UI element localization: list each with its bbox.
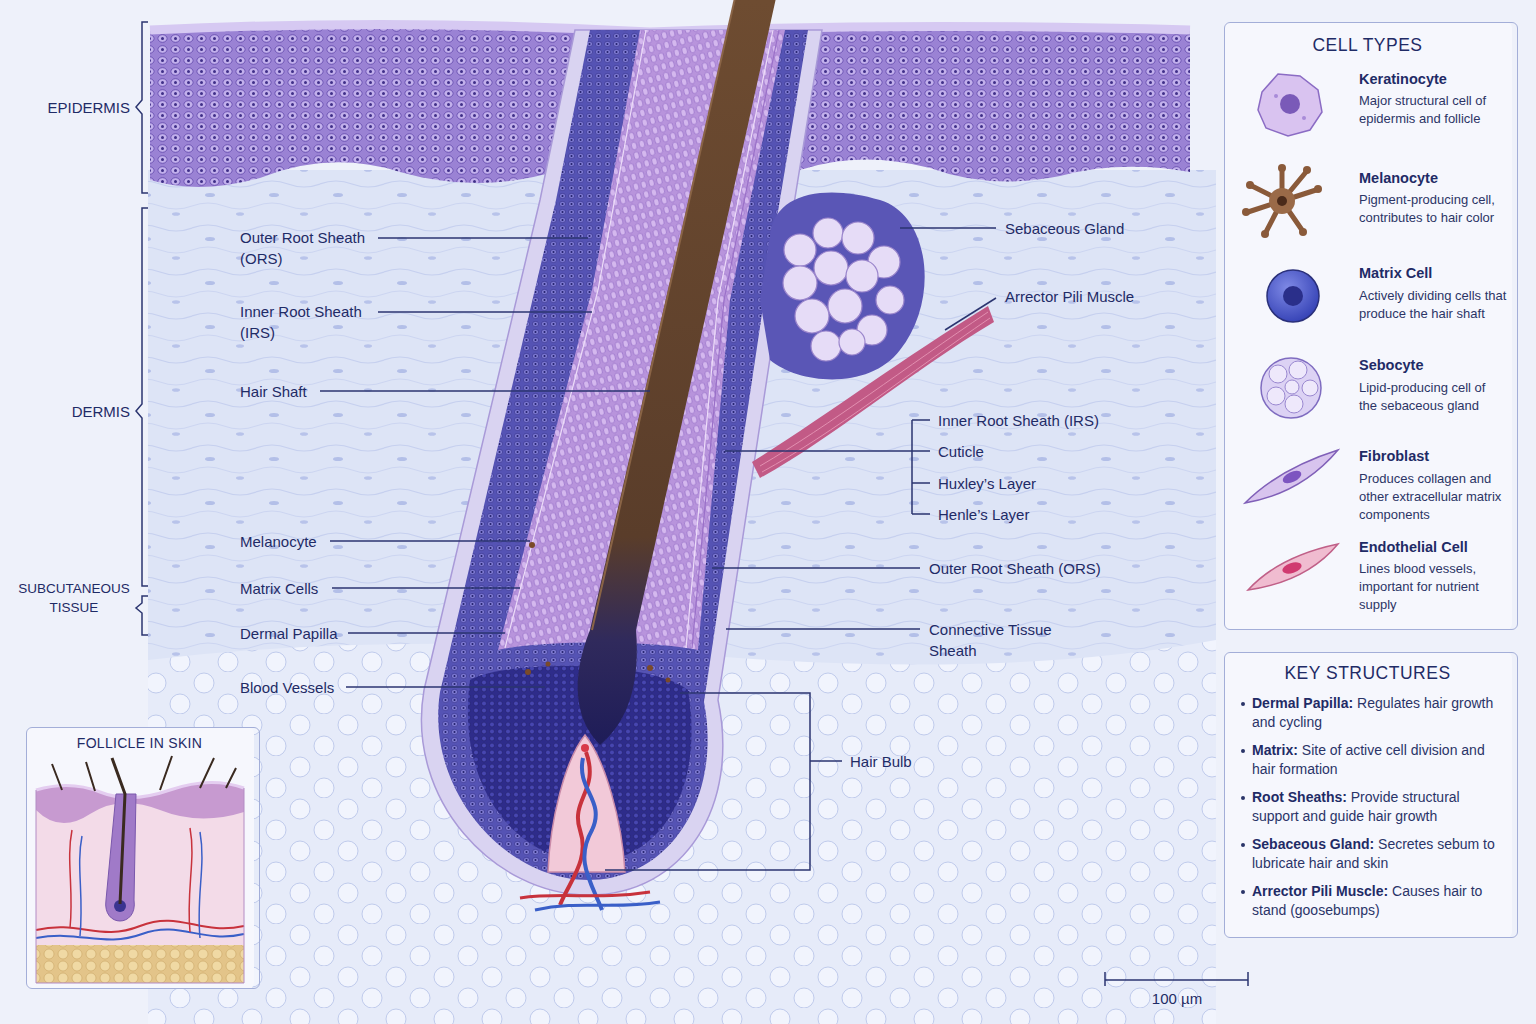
layer-label: DERMIS	[10, 401, 130, 422]
part-label: Hair Bulb	[850, 751, 912, 772]
part-label: Blood Vessels	[240, 677, 334, 698]
scale-label: 100 µm	[1127, 988, 1227, 1009]
part-label: Dermal Papilla	[240, 623, 338, 644]
part-label: Henle’s Layer	[938, 504, 1029, 525]
bullet-dot	[1241, 796, 1245, 800]
bullet-dot	[1241, 843, 1245, 847]
structure-name: Sebaceous Gland:	[1252, 836, 1374, 852]
cell-description: Major structural cell of epidermis and f…	[1359, 92, 1507, 128]
cell-name: Matrix Cell	[1359, 264, 1432, 283]
cell-types-panel: CELL TYPES KeratinocyteMajor structural c…	[1224, 22, 1518, 630]
inset-panel: FOLLICLE IN SKIN	[26, 727, 260, 989]
part-label: Melanocyte	[240, 531, 317, 552]
cell-name: Melanocyte	[1359, 169, 1438, 188]
bullet-dot	[1241, 702, 1245, 706]
layer-label: SUBCUTANEOUS TISSUE	[10, 579, 138, 617]
part-label: Outer Root Sheath (ORS)	[929, 558, 1101, 579]
structure-name: Arrector Pili Muscle:	[1252, 883, 1388, 899]
cell-description: Lipid-producing cell of the sebaceous gl…	[1359, 379, 1507, 415]
bullet-dot	[1241, 890, 1245, 894]
bullet-dot	[1241, 749, 1245, 753]
cell-description: Lines blood vessels, important for nutri…	[1359, 560, 1507, 614]
layer-label: EPIDERMIS	[10, 97, 130, 118]
bullet-list: Dermal Papilla: Regulates hair growth an…	[1252, 694, 1504, 929]
part-label: Arrector Pili Muscle	[1005, 286, 1134, 307]
part-label: Hair Shaft	[240, 381, 307, 402]
panel-heading: KEY STRUCTURES	[1225, 662, 1510, 684]
structure-name: Dermal Papilla:	[1252, 695, 1353, 711]
part-label: Outer Root Sheath (ORS)	[240, 227, 380, 269]
structure-name: Matrix:	[1252, 742, 1298, 758]
structure-name: Root Sheaths:	[1252, 789, 1347, 805]
cell-description: Produces collagen and other extracellula…	[1359, 470, 1507, 524]
panel-heading: CELL TYPES	[1225, 34, 1510, 56]
cell-description: Pigment-producing cell, contributes to h…	[1359, 191, 1507, 227]
bullet-item: Root Sheaths: Provide structural support…	[1252, 788, 1504, 826]
part-label: Matrix Cells	[240, 578, 318, 599]
cell-name: Fibroblast	[1359, 447, 1429, 466]
cell-name: Sebocyte	[1359, 356, 1423, 375]
cell-name: Endothelial Cell	[1359, 538, 1468, 557]
cell-name: Keratinocyte	[1359, 70, 1447, 89]
bullet-item: Arrector Pili Muscle: Causes hair to sta…	[1252, 882, 1504, 920]
key-structures-panel: KEY STRUCTURES Dermal Papilla: Regulates …	[1224, 652, 1518, 938]
bullet-item: Sebaceous Gland: Secretes sebum to lubri…	[1252, 835, 1504, 873]
inset-heading: FOLLICLE IN SKIN	[27, 734, 252, 753]
bullet-item: Dermal Papilla: Regulates hair growth an…	[1252, 694, 1504, 732]
part-label: Connective Tissue Sheath	[929, 619, 1064, 661]
part-label: Inner Root Sheath (IRS)	[240, 301, 380, 343]
part-label: Huxley’s Layer	[938, 473, 1036, 494]
cell-description: Actively dividing cells that produce the…	[1359, 287, 1507, 323]
part-label: Sebaceous Gland	[1005, 218, 1124, 239]
part-label: Inner Root Sheath (IRS)	[938, 410, 1099, 431]
part-label: Cuticle	[938, 441, 984, 462]
bullet-item: Matrix: Site of active cell division and…	[1252, 741, 1504, 779]
